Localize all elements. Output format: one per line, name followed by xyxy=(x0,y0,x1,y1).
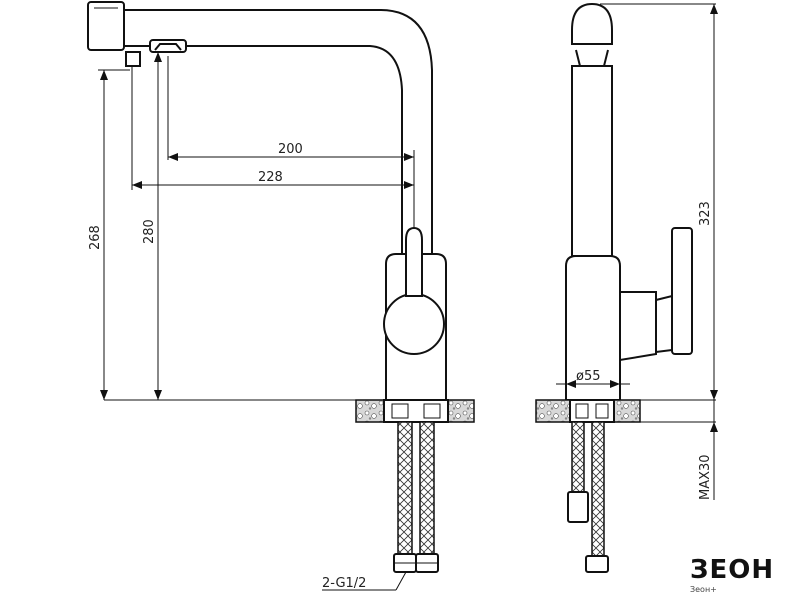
brand-logo: ЗЕОН Зеон+ xyxy=(690,555,774,594)
dim-280-label: 280 xyxy=(142,219,157,244)
dim-55-label: ø55 xyxy=(576,369,601,384)
brand-logo-text: ЗЕОН xyxy=(690,555,774,585)
spout-arm xyxy=(124,9,433,380)
side-dimensions xyxy=(556,3,718,500)
spout-head xyxy=(87,1,125,51)
lever-handle xyxy=(383,293,445,355)
dim-200-label: 200 xyxy=(278,142,303,157)
dim-max30-label: MAX30 xyxy=(698,454,713,500)
supply-hose-left xyxy=(397,421,413,555)
supply-hose-right xyxy=(419,421,435,555)
aerator-nozzle xyxy=(149,39,187,53)
dim-323-label: 323 xyxy=(698,201,713,226)
side-view xyxy=(535,2,693,573)
dim-228-label: 228 xyxy=(258,170,283,185)
side-spout-top xyxy=(571,2,613,45)
side-lever xyxy=(671,227,693,355)
front-view xyxy=(87,1,475,573)
brand-caption: Зеон+ xyxy=(690,585,717,594)
side-column xyxy=(571,65,613,257)
dim-268-label: 268 xyxy=(88,225,103,250)
front-dimensions xyxy=(98,52,415,591)
thread-label: 2-G1/2 xyxy=(322,576,366,591)
side-body xyxy=(565,255,621,401)
